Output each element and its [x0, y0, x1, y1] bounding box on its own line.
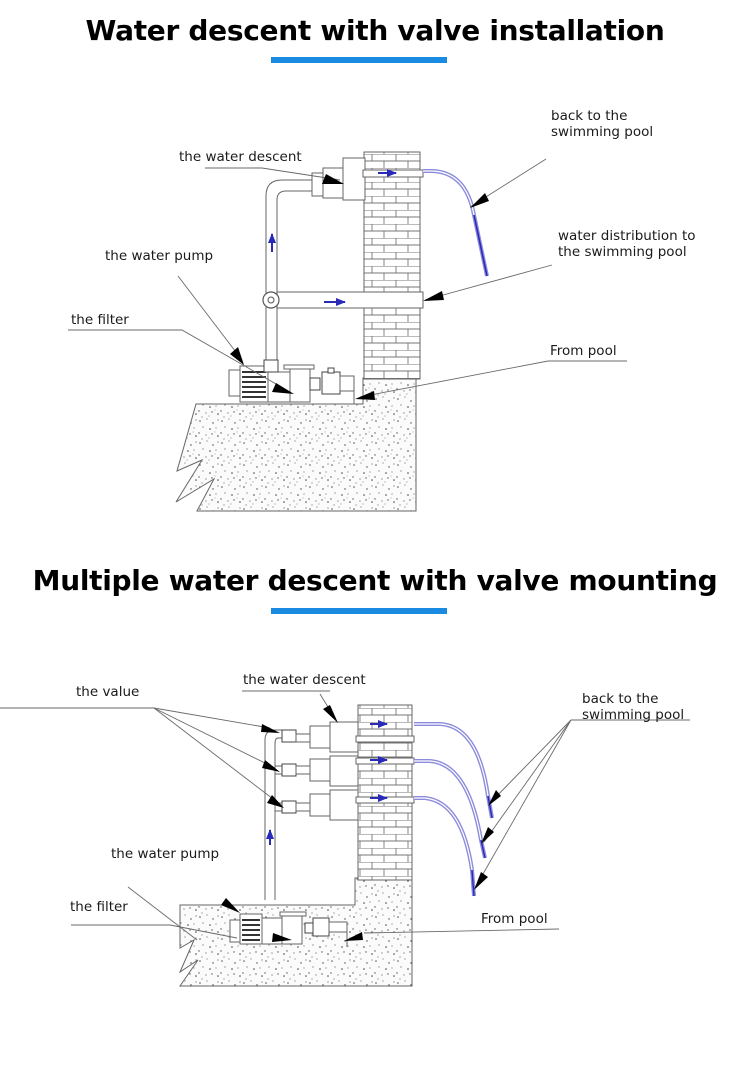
section-2-title-underline: [271, 608, 447, 614]
pump-assembly: [228, 359, 355, 404]
water-streams: [414, 722, 494, 897]
descent-branch: [281, 721, 415, 753]
water-stream: [423, 169, 489, 277]
riser-pipe: [265, 179, 313, 375]
pointer-arrow-icon: [221, 705, 501, 942]
distribution-pipe: [276, 291, 424, 309]
label-water-descent: the water descent: [179, 149, 302, 165]
label-water-pump: the water pump: [111, 846, 220, 862]
brick-wall: [357, 704, 413, 881]
concrete-base: [175, 377, 417, 512]
label-water-distribution: water distribution to the swimming pool: [558, 228, 696, 260]
label-back-to-pool: back to the swimming pool: [582, 691, 685, 723]
label-from-pool: From pool: [550, 343, 617, 359]
section-1-title-underline: [271, 57, 447, 63]
section-1-title: Water descent with valve installation: [85, 14, 665, 47]
label-water-pump: the water pump: [105, 248, 214, 264]
label-water-descent: the water descent: [243, 672, 366, 688]
riser-pipe: [264, 729, 283, 900]
diagram-single-descent: [68, 151, 627, 512]
diagram-multiple-descent: [0, 690, 690, 987]
pointer-arrow-icon: [230, 174, 489, 400]
label-filter: the filter: [70, 899, 128, 915]
label-valve: the value: [76, 684, 140, 700]
section-2-title: Multiple water descent with valve mounti…: [32, 564, 718, 597]
label-filter: the filter: [71, 312, 129, 328]
brick-wall: [363, 151, 421, 380]
label-back-to-pool: back to the swimming pool: [551, 108, 654, 140]
label-from-pool: From pool: [481, 911, 548, 927]
